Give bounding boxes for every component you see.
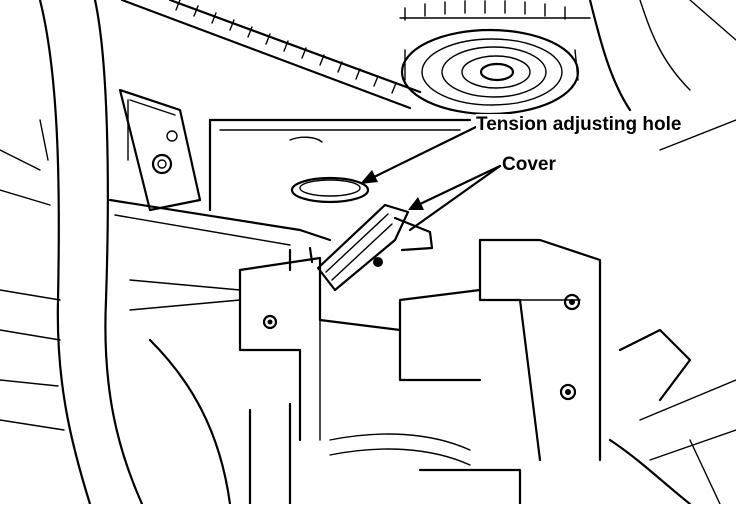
leader-arrows — [360, 124, 502, 232]
camshaft-sprocket — [399, 0, 591, 116]
callout-cover: Cover — [502, 154, 556, 176]
lower-housing — [129, 238, 602, 506]
callout-tension-adjusting-hole: Tension adjusting hole — [476, 114, 682, 136]
cover-part — [316, 203, 434, 292]
left-bracket — [39, 88, 202, 212]
timing-belt — [120, 0, 422, 110]
tension-adjusting-hole — [290, 176, 370, 204]
timing-cover-plate — [108, 118, 472, 246]
left-hose — [38, 0, 92, 506]
